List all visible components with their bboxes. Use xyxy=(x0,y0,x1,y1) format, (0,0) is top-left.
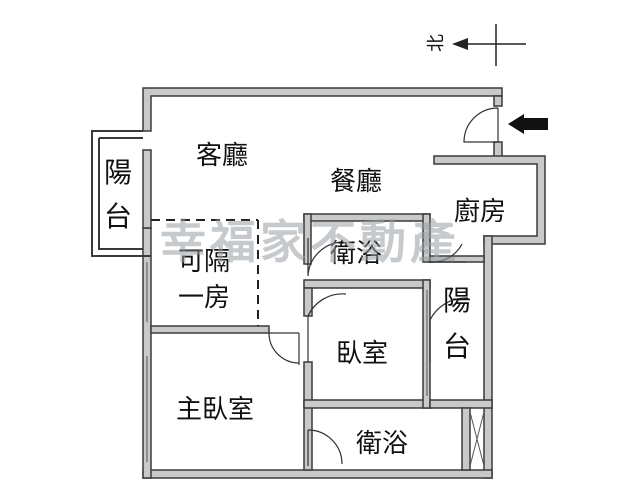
entrance-arrow-icon xyxy=(508,114,548,134)
room-balcony-left-1: 陽 xyxy=(104,156,132,189)
room-flex-2: 一房 xyxy=(178,283,230,313)
interior-walls xyxy=(146,213,493,471)
room-living: 客廳 xyxy=(196,141,248,171)
watermark: 幸福家不動產 xyxy=(160,215,460,269)
room-balcony-left-2: 台 xyxy=(104,200,132,233)
room-balcony-right-1: 陽 xyxy=(443,284,471,317)
compass: 北 xyxy=(426,24,526,66)
outer-walls xyxy=(91,87,546,479)
room-balcony-right-2: 台 xyxy=(443,330,471,363)
doors xyxy=(268,107,499,466)
room-dining: 餐廳 xyxy=(330,167,382,197)
room-bath-bottom: 衛浴 xyxy=(356,429,408,459)
room-master-bedroom: 主臥室 xyxy=(176,395,254,425)
room-kitchen: 廚房 xyxy=(454,197,506,227)
compass-label: 北 xyxy=(426,34,447,52)
compass-arrow-icon xyxy=(452,38,468,50)
flex-room-partition xyxy=(151,219,259,326)
room-bath-top: 衛浴 xyxy=(330,239,382,269)
room-flex-1: 可隔 xyxy=(178,247,230,277)
room-bedroom: 臥室 xyxy=(336,339,388,369)
